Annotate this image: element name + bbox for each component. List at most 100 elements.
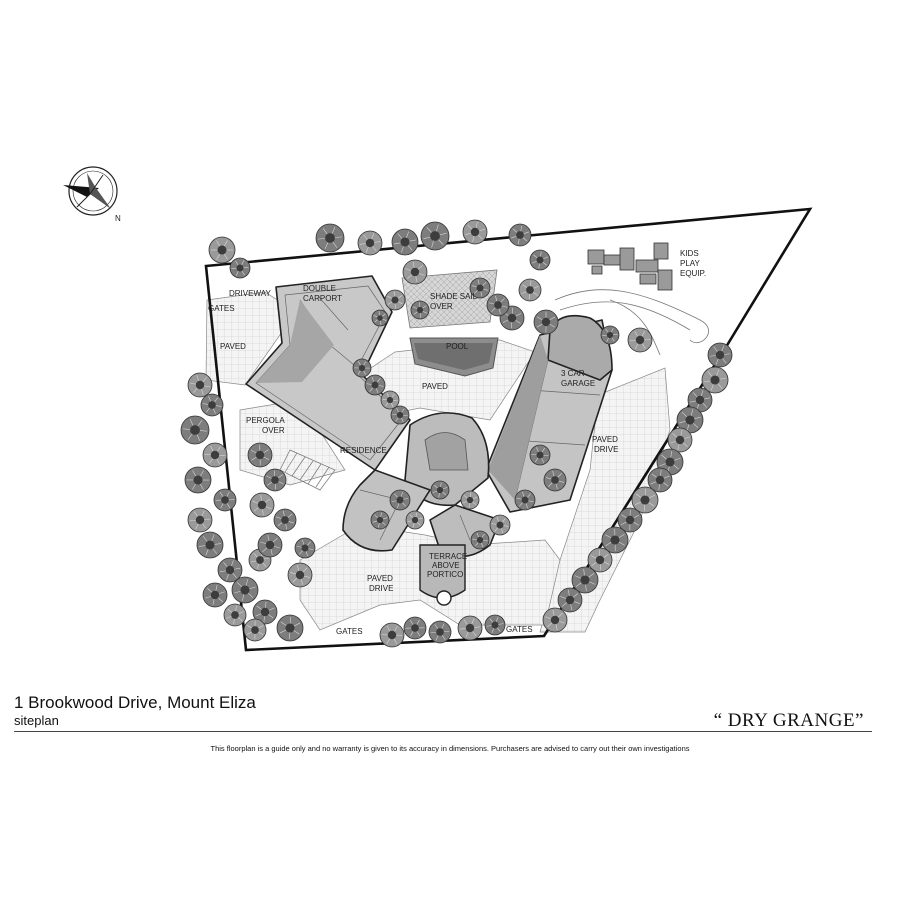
tree-canopy-icon	[557, 587, 583, 613]
tree-canopy-icon	[701, 366, 729, 394]
tree-canopy-icon	[508, 223, 532, 247]
tree-canopy-icon	[352, 358, 372, 378]
tree-canopy-icon	[202, 582, 228, 608]
tree-canopy-icon	[627, 327, 653, 353]
tree-canopy-icon	[410, 300, 430, 320]
tree-canopy-icon	[229, 257, 251, 279]
tree-canopy-icon	[667, 427, 693, 453]
tree-canopy-icon	[571, 566, 599, 594]
tree-canopy-icon	[357, 230, 383, 256]
tree-canopy-icon	[391, 228, 419, 256]
tree-canopy-icon	[196, 531, 224, 559]
tree-canopy-icon	[208, 236, 236, 264]
tree-canopy-icon	[676, 406, 704, 434]
tree-canopy-icon	[180, 415, 210, 445]
tree-canopy-icon	[402, 259, 428, 285]
tree-canopy-icon	[217, 557, 243, 583]
tree-canopy-icon	[315, 223, 345, 253]
tree-canopy-icon	[252, 599, 278, 625]
tree-canopy-icon	[273, 508, 297, 532]
tree-canopy-icon	[707, 342, 733, 368]
tree-canopy-icon	[294, 537, 316, 559]
tree-canopy-icon	[243, 618, 267, 642]
tree-canopy-icon	[460, 490, 480, 510]
tree-canopy-icon	[420, 221, 450, 251]
tree-canopy-icon	[405, 510, 425, 530]
label-paved-left: PAVED	[220, 342, 246, 351]
tree-canopy-icon	[379, 622, 405, 648]
tree-canopy-icon	[202, 442, 228, 468]
footer-divider	[14, 731, 872, 732]
property-address: 1 Brookwood Drive, Mount Eliza	[14, 693, 256, 712]
tree-canopy-icon	[600, 325, 620, 345]
label-residence: RESIDENCE	[340, 446, 387, 455]
residence-roof	[245, 275, 613, 558]
north-arrow-compass-icon: N	[63, 166, 121, 223]
tree-canopy-icon	[389, 489, 411, 511]
tree-canopy-icon	[601, 526, 629, 554]
tree-canopy-icon	[542, 607, 568, 633]
tree-canopy-icon	[231, 576, 259, 604]
tree-canopy-icon	[364, 374, 386, 396]
tree-canopy-icon	[457, 615, 483, 641]
label-driveway: DRIVEWAY	[229, 289, 271, 298]
garden-paths	[554, 289, 709, 356]
tree-canopy-icon	[213, 488, 237, 512]
tree-canopy-icon	[529, 249, 551, 271]
tree-canopy-icon	[370, 510, 390, 530]
tree-canopy-icon	[276, 614, 304, 642]
label-gates-bottom-right: GATES	[506, 625, 533, 634]
label-pool: POOL	[446, 342, 469, 351]
pergola	[279, 449, 336, 491]
tree-canopy-icon	[647, 467, 673, 493]
disclaimer-text: This floorplan is a guide only and no wa…	[210, 744, 690, 753]
tree-canopy-icon	[384, 289, 406, 311]
tree-canopy-icon	[470, 530, 490, 550]
tree-canopy-icon	[543, 468, 567, 492]
tree-canopy-icon	[287, 562, 313, 588]
tree-canopy-icon	[390, 405, 410, 425]
tree-canopy-icon	[518, 278, 542, 302]
tree-canopy-group	[180, 219, 733, 648]
tree-canopy-icon	[533, 309, 559, 335]
tree-canopy-icon	[469, 277, 491, 299]
tree-canopy-icon	[587, 547, 613, 573]
tree-canopy-icon	[484, 614, 506, 636]
tree-canopy-icon	[380, 390, 400, 410]
tree-canopy-icon	[631, 486, 659, 514]
tree-canopy-icon	[486, 293, 510, 317]
tree-canopy-icon	[371, 309, 389, 327]
tree-canopy-icon	[249, 492, 275, 518]
tree-canopy-icon	[462, 219, 488, 245]
tree-canopy-icon	[617, 507, 643, 533]
label-gates-top: GATES	[208, 304, 235, 313]
tree-canopy-icon	[257, 532, 283, 558]
tree-canopy-icon	[514, 489, 536, 511]
tree-canopy-icon	[430, 480, 450, 500]
tree-canopy-icon	[529, 444, 551, 466]
plan-subtitle: siteplan	[14, 713, 59, 728]
property-name: “ DRY GRANGE”	[713, 710, 864, 731]
label-gates-bottom-left: GATES	[336, 627, 363, 636]
tree-canopy-icon	[184, 466, 212, 494]
tree-canopy-icon	[263, 468, 287, 492]
tree-canopy-icon	[428, 620, 452, 644]
svg-text:N: N	[115, 214, 121, 223]
tree-canopy-icon	[247, 442, 273, 468]
label-double-carport-2: CARPORT	[303, 294, 342, 303]
tree-canopy-icon	[200, 393, 224, 417]
label-paved-center: PAVED	[422, 382, 448, 391]
tree-canopy-icon	[187, 507, 213, 533]
tree-canopy-icon	[403, 616, 427, 640]
tree-canopy-icon	[187, 372, 213, 398]
